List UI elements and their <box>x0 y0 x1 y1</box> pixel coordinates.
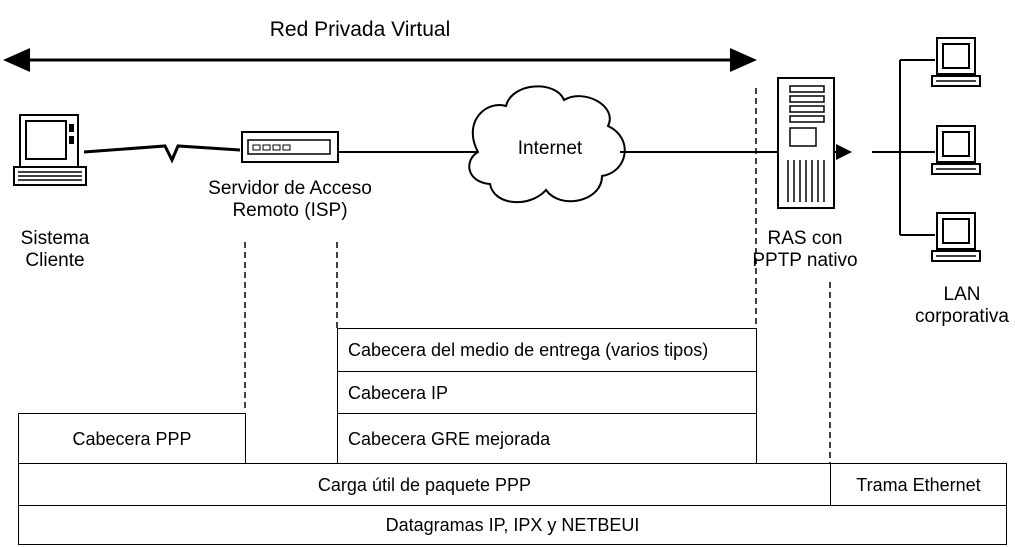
lan-computer-icon <box>931 37 981 87</box>
client-label: Sistema Cliente <box>10 228 100 272</box>
isp-label: Servidor de Acceso Remoto (ISP) <box>190 178 390 222</box>
internet-cloud-icon <box>468 85 626 203</box>
isp-server-icon <box>241 131 339 163</box>
dashed-guides <box>244 88 831 464</box>
lan-label-line1: LAN <box>943 284 981 305</box>
ras-lan-arrow <box>834 144 900 160</box>
internet-label: Internet <box>517 138 583 159</box>
vpn-title: Red Privada Virtual <box>269 18 451 41</box>
ras-label-line2: PPTP nativo <box>752 250 858 271</box>
lan-computer-icon <box>931 212 981 262</box>
stack-ppp-header: Cabecera PPP <box>18 413 246 464</box>
dialup-link <box>83 144 241 164</box>
stack-datagrams: Datagramas IP, IPX y NETBEUI <box>18 505 1007 545</box>
lan-computer-icon <box>931 125 981 175</box>
isp-label-line1: Servidor de Acceso <box>208 178 372 199</box>
ras-label-line1: RAS con <box>767 228 843 249</box>
client-label-line2: Cliente <box>25 250 85 271</box>
vpn-span-arrow <box>3 48 757 72</box>
ras-server-icon <box>777 77 835 209</box>
lan-label-line2: corporativa <box>915 306 1009 327</box>
stack-ethernet-frame: Trama Ethernet <box>830 463 1007 506</box>
lan-label: LAN corporativa <box>910 284 1014 328</box>
stack-ppp-payload: Carga útil de paquete PPP <box>18 463 831 506</box>
client-computer-icon <box>13 114 87 186</box>
stack-medio-header: Cabecera del medio de entrega (varios ti… <box>337 328 757 372</box>
isp-label-line2: Remoto (ISP) <box>232 200 348 221</box>
ras-label: RAS con PPTP nativo <box>740 228 870 272</box>
lan-bus <box>899 59 935 236</box>
client-label-line1: Sistema <box>20 228 90 249</box>
stack-gre-header: Cabecera GRE mejorada <box>337 413 757 464</box>
stack-ip-header: Cabecera IP <box>337 371 757 414</box>
